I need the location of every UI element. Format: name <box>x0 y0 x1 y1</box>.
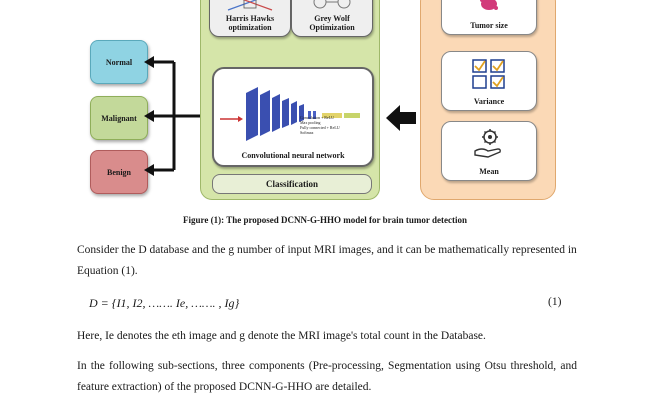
cnn-legend-item: Softmax <box>300 130 314 135</box>
feature-arrow-icon <box>386 105 416 131</box>
figure-caption: Figure (1): The proposed DCNN-G-HHO mode… <box>183 215 467 225</box>
class-benign-label: Benign <box>106 167 131 177</box>
gwo-label: Grey Wolf Optimization <box>309 14 355 32</box>
branch-arrows <box>144 56 202 176</box>
class-normal-label: Normal <box>105 57 133 67</box>
cnn-box: Convolution + ReLU Max pooling Fully con… <box>212 67 374 167</box>
cnn-architecture-diagram <box>220 87 360 141</box>
classifier-panel: Harris Hawks optimization Grey Wolf Opti… <box>200 0 380 200</box>
feature-variance-label: Variance <box>473 97 505 106</box>
classification-bar: Classification <box>212 174 372 194</box>
features-panel: Tumor size Variance Mean <box>420 0 556 200</box>
wolf-diagram-icon <box>313 0 351 9</box>
hho-box: Harris Hawks optimization <box>209 0 291 37</box>
paragraph-subsections: In the following sub-sections, three com… <box>77 360 577 393</box>
paragraph-definition: Here, Ie denotes the eth image and g den… <box>77 330 486 342</box>
cnn-legend-item: Convolution + ReLU <box>300 115 335 120</box>
hho-label: Harris Hawks optimization <box>225 14 275 32</box>
gwo-box: Grey Wolf Optimization <box>291 0 373 37</box>
equation-number: (1) <box>548 296 562 308</box>
feature-tumor-size-box: Tumor size <box>441 0 537 35</box>
feature-variance-box: Variance <box>441 51 537 111</box>
model-figure: Normal Malignant Benign Harris Hawks opt… <box>90 0 556 200</box>
hawk-diagram-icon <box>227 0 273 11</box>
feature-tumor-size-label: Tumor size <box>470 21 508 30</box>
equation-1: D = {I1, I2, ……. Ie, ……. , Ig} <box>89 296 239 311</box>
feature-mean-label: Mean <box>479 167 499 176</box>
paragraph-database: Consider the D database and the g number… <box>77 244 577 277</box>
equation-lhs: D = <box>89 296 109 310</box>
cnn-legend-item: Max pooling <box>300 120 321 125</box>
cnn-legend: Convolution + ReLU Max pooling Fully con… <box>300 115 370 135</box>
class-malignant-box: Malignant <box>90 96 148 140</box>
feature-mean-box: Mean <box>441 121 537 181</box>
cnn-label: Convolutional neural network <box>241 151 345 160</box>
cnn-legend-item: Fully connected + ReLU <box>300 125 340 130</box>
gear-hand-icon <box>474 129 501 158</box>
class-malignant-label: Malignant <box>101 113 137 123</box>
equation-set: {I1, I2, ……. Ie, ……. , Ig} <box>111 296 240 310</box>
class-normal-box: Normal <box>90 40 148 84</box>
checklist-icon <box>472 59 505 89</box>
tumor-icon <box>480 0 498 10</box>
